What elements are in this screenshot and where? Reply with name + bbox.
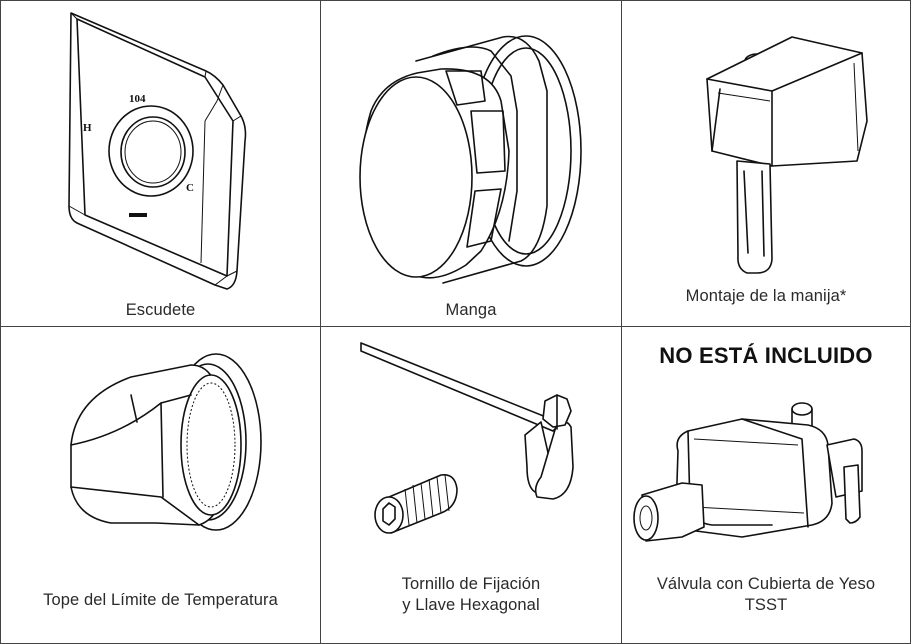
- caption-sleeve-line-1: Manga: [445, 301, 497, 319]
- handle-illustration: [706, 36, 868, 274]
- caption-escutcheon-line-1: Escudete: [125, 301, 196, 319]
- valve-illustration: [633, 402, 863, 542]
- caption-escutcheon: Escudete: [1, 300, 320, 321]
- caption-sleeve: Manga: [321, 300, 621, 321]
- part-cell-sleeve: Manga: [320, 0, 622, 327]
- caption-valve-line-2: TSST: [744, 596, 788, 614]
- escutcheon-marking-top: 104: [129, 93, 146, 105]
- caption-handle: Montaje de la manija*: [622, 286, 910, 307]
- set-screw-icon: [374, 473, 458, 534]
- caption-set-screw-line-2: y Llave Hexagonal: [402, 596, 540, 614]
- caption-set-screw: Tornillo de Fijación y Llave Hexagonal: [321, 574, 621, 616]
- escutcheon-marking-left: H: [83, 122, 92, 134]
- sleeve-illustration: [359, 35, 582, 284]
- escutcheon-illustration: 104 H C: [68, 12, 247, 290]
- caption-handle-line-1: Montaje de la manija*: [685, 287, 847, 305]
- part-cell-escutcheon: 104 H C Escudete: [0, 0, 321, 327]
- caption-set-screw-line-1: Tornillo de Fijación: [401, 575, 541, 593]
- set-screw-illustration: [360, 342, 574, 534]
- caption-temp-stop: Tope del Límite de Temperatura: [1, 590, 320, 611]
- caption-valve: Válvula con Cubierta de Yeso TSST: [622, 574, 910, 616]
- caption-valve-line-1: Válvula con Cubierta de Yeso: [656, 575, 876, 593]
- caption-temp-stop-line-1: Tope del Límite de Temperatura: [43, 591, 278, 609]
- part-cell-temp-stop: Tope del Límite de Temperatura: [0, 326, 321, 644]
- part-cell-set-screw: Tornillo de Fijación y Llave Hexagonal: [320, 326, 622, 644]
- temp-stop-illustration: [70, 353, 262, 531]
- part-cell-valve: NO ESTÁ INCLUIDO Válvula con Cubierta de…: [621, 326, 911, 644]
- not-included-heading: NO ESTÁ INCLUIDO: [659, 343, 873, 368]
- escutcheon-marking-right: C: [186, 182, 194, 194]
- part-cell-handle: Montaje de la manija*: [621, 0, 911, 327]
